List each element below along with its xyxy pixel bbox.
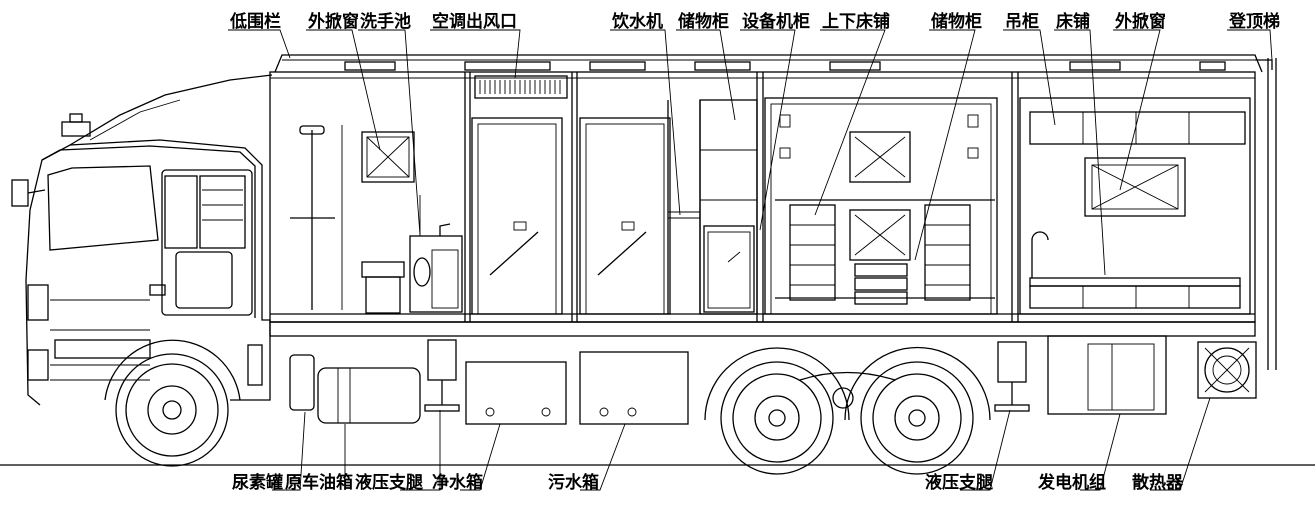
label-radiator: 散热器 bbox=[1132, 472, 1184, 493]
bedroom bbox=[1019, 97, 1251, 315]
label-storage-cabinet-1: 储物柜 bbox=[678, 11, 729, 32]
label-outer-window-2: 外掀窗 bbox=[1115, 11, 1166, 32]
label-waste-water-tank: 污水箱 bbox=[548, 472, 599, 493]
label-urea-tank: 尿素罐 bbox=[232, 472, 283, 493]
truck-cab bbox=[11, 74, 273, 406]
doors bbox=[471, 75, 671, 315]
bottom-leaders bbox=[272, 397, 1211, 491]
label-hydraulic-leg-1: 液压支腿 bbox=[355, 472, 423, 493]
label-hanging-cabinet: 吊柜 bbox=[1005, 11, 1039, 32]
label-ac-vent: 空调出风口 bbox=[432, 11, 517, 32]
roof-ladder bbox=[1255, 58, 1277, 370]
label-equipment-cabinet: 设备机柜 bbox=[742, 11, 810, 32]
label-generator-set: 发电机组 bbox=[1037, 472, 1106, 493]
under-chassis bbox=[289, 335, 1257, 475]
label-fuel-tank: 原车油箱 bbox=[285, 472, 353, 493]
label-storage-cabinet-2: 储物柜 bbox=[931, 11, 982, 32]
label-wash-basin: 洗手池 bbox=[360, 11, 411, 32]
label-bed: 床铺 bbox=[1056, 11, 1090, 32]
cabinets bbox=[667, 99, 758, 315]
label-hydraulic-leg-2: 液压支腿 bbox=[925, 472, 993, 493]
camper-body bbox=[269, 54, 1263, 337]
label-bunk-beds: 上下床铺 bbox=[822, 11, 890, 32]
bunk-room bbox=[764, 97, 998, 315]
front-wheel bbox=[104, 339, 241, 467]
label-outer-window-1: 外掀窗 bbox=[308, 11, 359, 32]
bathroom bbox=[290, 125, 463, 314]
top-leaders bbox=[228, 29, 1273, 276]
label-roof-ladder: 登顶梯 bbox=[1228, 11, 1280, 32]
label-water-dispenser: 饮水机 bbox=[611, 11, 663, 32]
label-clean-water-tank: 净水箱 bbox=[432, 472, 483, 493]
label-low-guardrail: 低围栏 bbox=[229, 11, 281, 32]
